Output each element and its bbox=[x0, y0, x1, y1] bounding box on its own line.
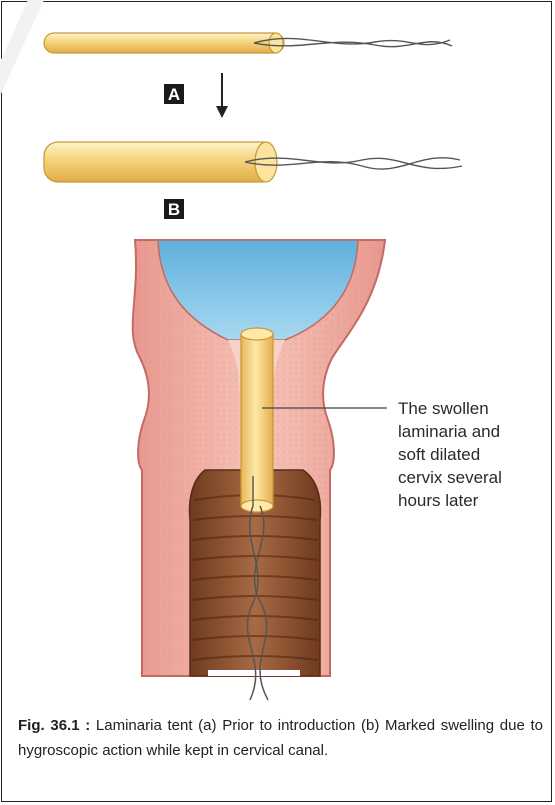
annotation-line-1: The swollen bbox=[398, 399, 489, 418]
annotation-line-5: hours later bbox=[398, 491, 479, 510]
label-b-badge: B bbox=[164, 199, 184, 219]
tent-a-end bbox=[269, 33, 283, 53]
laminaria-in-cervix bbox=[241, 328, 273, 512]
laminaria-tent-b bbox=[44, 142, 462, 182]
tent-b-end bbox=[255, 142, 277, 182]
label-a-badge: A bbox=[164, 84, 184, 104]
inserted-tent-rod bbox=[241, 334, 273, 506]
vaginal-opening bbox=[208, 670, 300, 676]
inserted-tent-top bbox=[241, 328, 273, 340]
annotation-text: The swollen laminaria and soft dilated c… bbox=[398, 399, 502, 510]
corner-watermark bbox=[0, 0, 44, 96]
caption-text: Laminaria tent (a) Prior to introduction… bbox=[18, 717, 543, 759]
annotation-line-4: cervix several bbox=[398, 468, 502, 487]
tent-b-rod bbox=[44, 142, 276, 182]
figure-number: Fig. 36.1 : bbox=[18, 717, 90, 734]
annotation-line-3: soft dilated bbox=[398, 445, 480, 464]
inserted-tent-bottom bbox=[241, 500, 273, 512]
figure-caption: Fig. 36.1 : Laminaria tent (a) Prior to … bbox=[18, 713, 543, 763]
tent-a-rod bbox=[44, 33, 284, 53]
label-b: B bbox=[168, 200, 180, 219]
down-arrow-icon bbox=[216, 73, 228, 118]
annotation-line-2: laminaria and bbox=[398, 422, 500, 441]
laminaria-tent-a bbox=[44, 33, 452, 53]
label-a: A bbox=[168, 85, 180, 104]
